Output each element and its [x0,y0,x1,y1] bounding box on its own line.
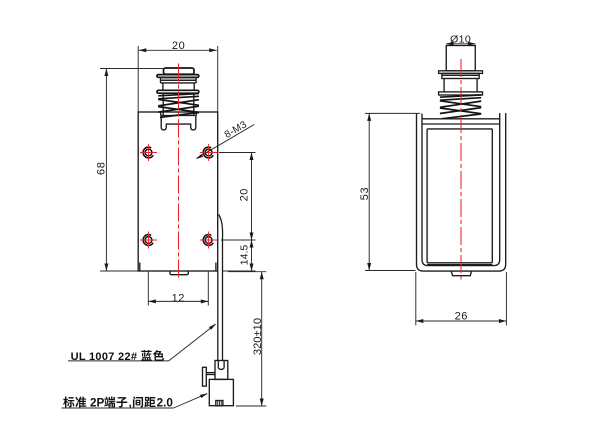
svg-text:14.5: 14.5 [239,245,251,266]
svg-text:53: 53 [359,187,371,200]
svg-text:20: 20 [172,40,185,52]
svg-text:320±10: 320±10 [252,318,264,355]
svg-text:,: , [129,396,132,409]
svg-text:2P: 2P [90,396,105,409]
svg-text:2.0: 2.0 [157,396,174,409]
svg-text:12: 12 [172,292,185,304]
svg-text:68: 68 [95,162,107,175]
svg-text:UL 1007 22#: UL 1007 22# [71,351,138,363]
svg-text:26: 26 [455,310,468,322]
svg-text:20: 20 [239,188,251,201]
svg-text:Ø10: Ø10 [450,33,471,45]
